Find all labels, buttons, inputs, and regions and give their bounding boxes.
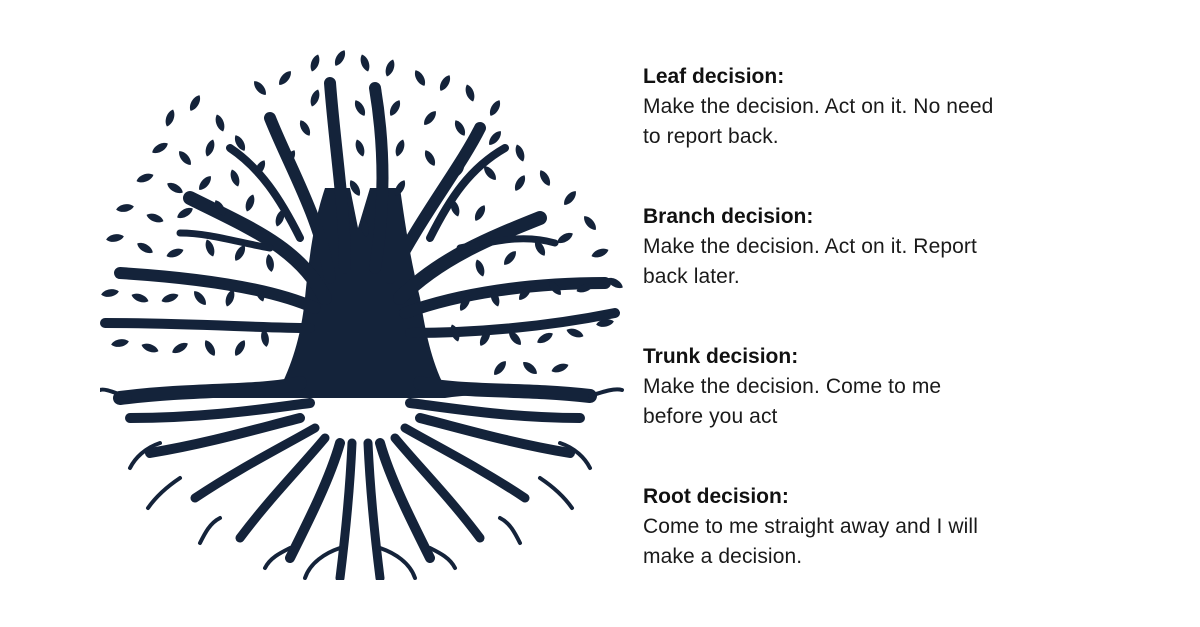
legend-entry-trunk: Trunk decision: Make the decision. Come … [643,342,1083,482]
entry-description: Make the decision. Act on it. No need [643,95,994,118]
entry-description: Come to me straight away and I will [643,515,978,538]
legend-entry-branch: Branch decision: Make the decision. Act … [643,202,1083,342]
entry-description: back later. [643,265,740,288]
entry-description: Make the decision. Come to me [643,375,942,398]
entry-title: Trunk decision: [643,345,799,368]
legend-entry-root: Root decision: Come to me straight away … [643,482,1083,622]
decision-legend: Leaf decision: Make the decision. Act on… [643,62,1083,622]
entry-title: Leaf decision: [643,65,785,88]
tree-illustration [100,48,624,580]
entry-description: before you act [643,405,778,428]
entry-description: Make the decision. Act on it. Report [643,235,977,258]
entry-description: make a decision. [643,545,803,568]
entry-title: Branch decision: [643,205,814,228]
legend-entry-leaf: Leaf decision: Make the decision. Act on… [643,62,1083,202]
entry-title: Root decision: [643,485,789,508]
tree-icon [100,48,624,580]
entry-description: to report back. [643,125,779,148]
